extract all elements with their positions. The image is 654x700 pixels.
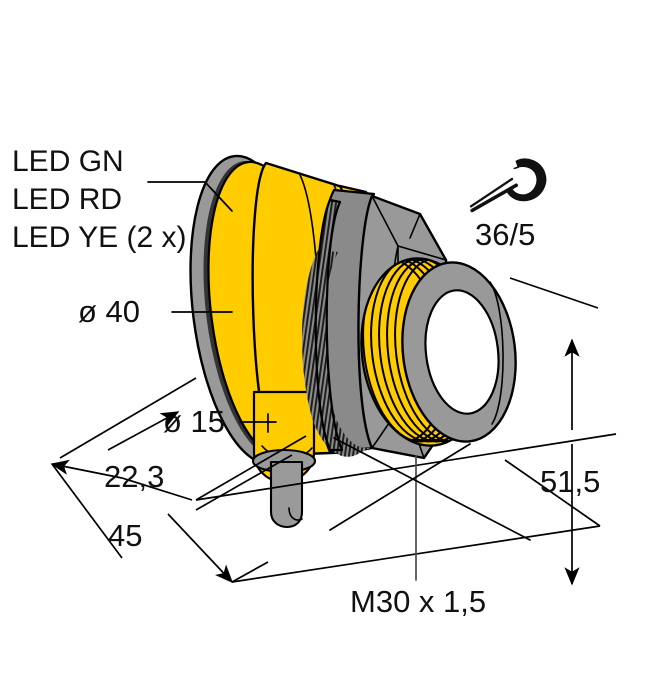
dim-22-3-arrow-left	[50, 459, 123, 479]
dimension-thread-m30: M30 x 1,5	[329, 437, 531, 619]
dim-45-arrow-right	[167, 513, 234, 584]
dim-22-3-line	[121, 477, 193, 501]
dim-45-label: 45	[108, 518, 142, 553]
baseline-upper	[195, 433, 617, 501]
front-lens-collar	[401, 261, 517, 443]
dim-51-5-label: 51,5	[540, 464, 600, 499]
sensor-body-illustration	[189, 154, 517, 529]
tool-size-label: 36/5	[475, 217, 535, 252]
lens-window	[424, 289, 500, 415]
dim-51-5-extension-top	[509, 277, 599, 309]
diameter-15-label: ø 15	[163, 404, 225, 439]
led-rd-label: LED RD	[12, 183, 122, 216]
dim-45-extension-left	[51, 463, 123, 559]
led-callout-group: LED GN LED RD LED YE (2 x)	[12, 145, 233, 254]
dim-45-line-right	[231, 561, 269, 583]
m30-thread-label: M30 x 1,5	[350, 584, 486, 619]
m30-leader-diagonal-a	[333, 437, 531, 541]
dimension-22-3: 22,3	[50, 377, 293, 511]
tool-spec-group: 36/5	[469, 158, 547, 252]
diameter-40-label: ø 40	[78, 294, 140, 329]
dimension-45: 45	[51, 463, 269, 584]
wrench-icon	[469, 158, 547, 213]
cable-boss	[251, 390, 317, 484]
baseline-left-riser	[195, 435, 307, 501]
dim-22-3-extension-left	[59, 377, 197, 459]
dimension-diameter-40: ø 40	[78, 294, 233, 329]
cable-stub	[269, 460, 304, 529]
dim-22-3-arrow-right	[107, 411, 180, 451]
dim-22-3-label: 22,3	[104, 459, 164, 494]
led-gn-label: LED GN	[12, 145, 124, 178]
dim-51-5-extension-bottom	[504, 459, 601, 527]
dim-22-3-extension-right	[195, 454, 293, 511]
led-ye-label: LED YE (2 x)	[12, 221, 187, 254]
dimension-51-5: 51,5	[504, 277, 601, 586]
led-callout-leader	[147, 181, 233, 212]
m30-leader-diagonal-b	[329, 443, 471, 531]
